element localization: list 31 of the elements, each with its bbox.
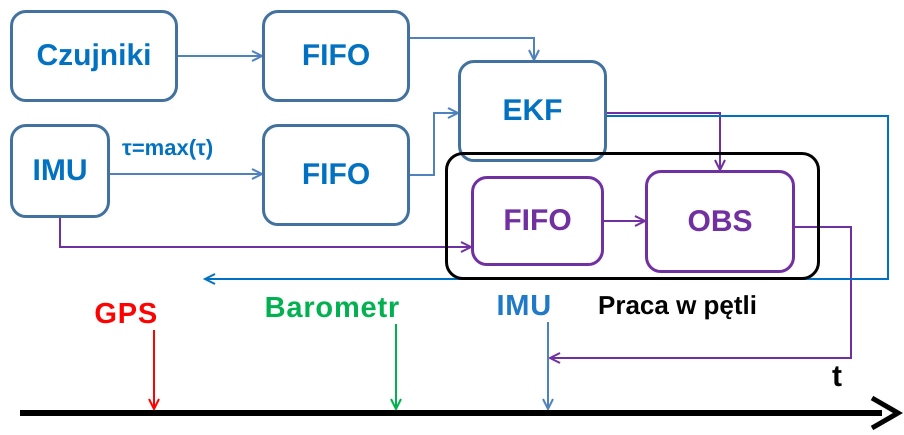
process-box <box>10 124 110 218</box>
arrow <box>549 226 852 364</box>
box-title: FIFO <box>503 204 572 238</box>
arrow <box>410 107 459 176</box>
arrow <box>110 168 263 180</box>
axis-label: t <box>832 360 842 394</box>
box-title: Czujniki <box>36 39 152 73</box>
arrow <box>59 218 472 253</box>
arrow <box>607 112 726 171</box>
arrow <box>542 322 554 410</box>
edge-label: τ=max(τ) <box>122 136 214 160</box>
frame-heading: Praca w pętli <box>598 290 757 321</box>
box-title: FIFO <box>302 39 370 73</box>
process-box <box>262 124 410 226</box>
box-title: FIFO <box>302 158 370 192</box>
process-box <box>645 170 795 273</box>
sensor-label: GPS <box>94 298 158 330</box>
arrow <box>148 330 160 410</box>
process-box <box>262 10 410 102</box>
box-title: OBS <box>687 204 752 238</box>
arrow <box>410 37 540 61</box>
sensor-label: Barometr <box>264 292 400 324</box>
box-title: IMU <box>32 154 88 188</box>
process-box <box>10 10 178 102</box>
arrow <box>390 324 402 410</box>
arrow <box>604 215 646 227</box>
box-title: EKF <box>502 94 562 128</box>
sensor-label: IMU <box>496 290 552 322</box>
arrow <box>178 50 263 62</box>
process-box <box>471 176 604 266</box>
process-box <box>458 60 607 162</box>
